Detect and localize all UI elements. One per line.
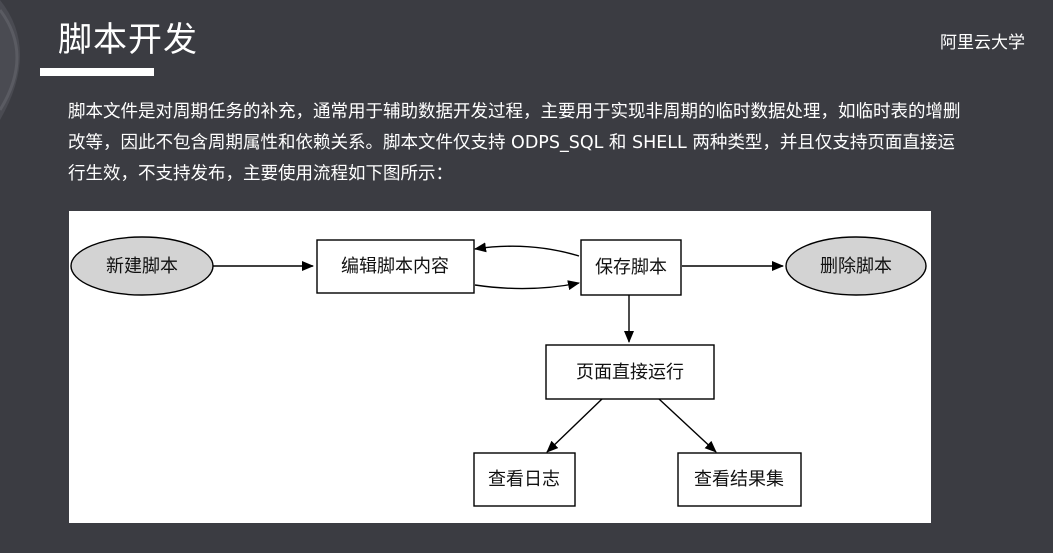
brand-logo-text: 阿里云大学	[940, 33, 1025, 53]
node-edit-content-label: 编辑脚本内容	[341, 256, 449, 277]
workflow-diagram: 新建脚本 编辑脚本内容 保存脚本 删除脚本 页面直接运行 查看日志 查看结果集	[69, 211, 931, 523]
page-title: 脚本开发	[58, 20, 198, 60]
edge-run-to-results	[658, 398, 717, 453]
edge-run-to-log	[546, 398, 603, 453]
node-delete-script: 删除脚本	[785, 236, 927, 296]
node-view-log: 查看日志	[473, 452, 576, 507]
node-run-in-page-label: 页面直接运行	[576, 362, 684, 383]
node-delete-script-label: 删除脚本	[820, 256, 892, 277]
node-view-results: 查看结果集	[677, 452, 802, 507]
title-underline	[40, 68, 154, 76]
node-view-results-label: 查看结果集	[694, 469, 784, 490]
node-new-script: 新建脚本	[70, 236, 214, 296]
node-save-script: 保存脚本	[580, 239, 682, 296]
node-run-in-page: 页面直接运行	[545, 344, 715, 400]
node-new-script-label: 新建脚本	[106, 256, 178, 277]
node-edit-content: 编辑脚本内容	[316, 239, 475, 294]
node-save-script-label: 保存脚本	[595, 257, 667, 278]
node-view-log-label: 查看日志	[488, 469, 560, 490]
description-text: 脚本文件是对周期任务的补充，通常用于辅助数据开发过程，主要用于实现非周期的临时数…	[68, 102, 961, 184]
title-decoration	[0, 0, 70, 120]
edge-save-to-edit	[474, 242, 580, 257]
edge-edit-to-save	[474, 280, 580, 291]
